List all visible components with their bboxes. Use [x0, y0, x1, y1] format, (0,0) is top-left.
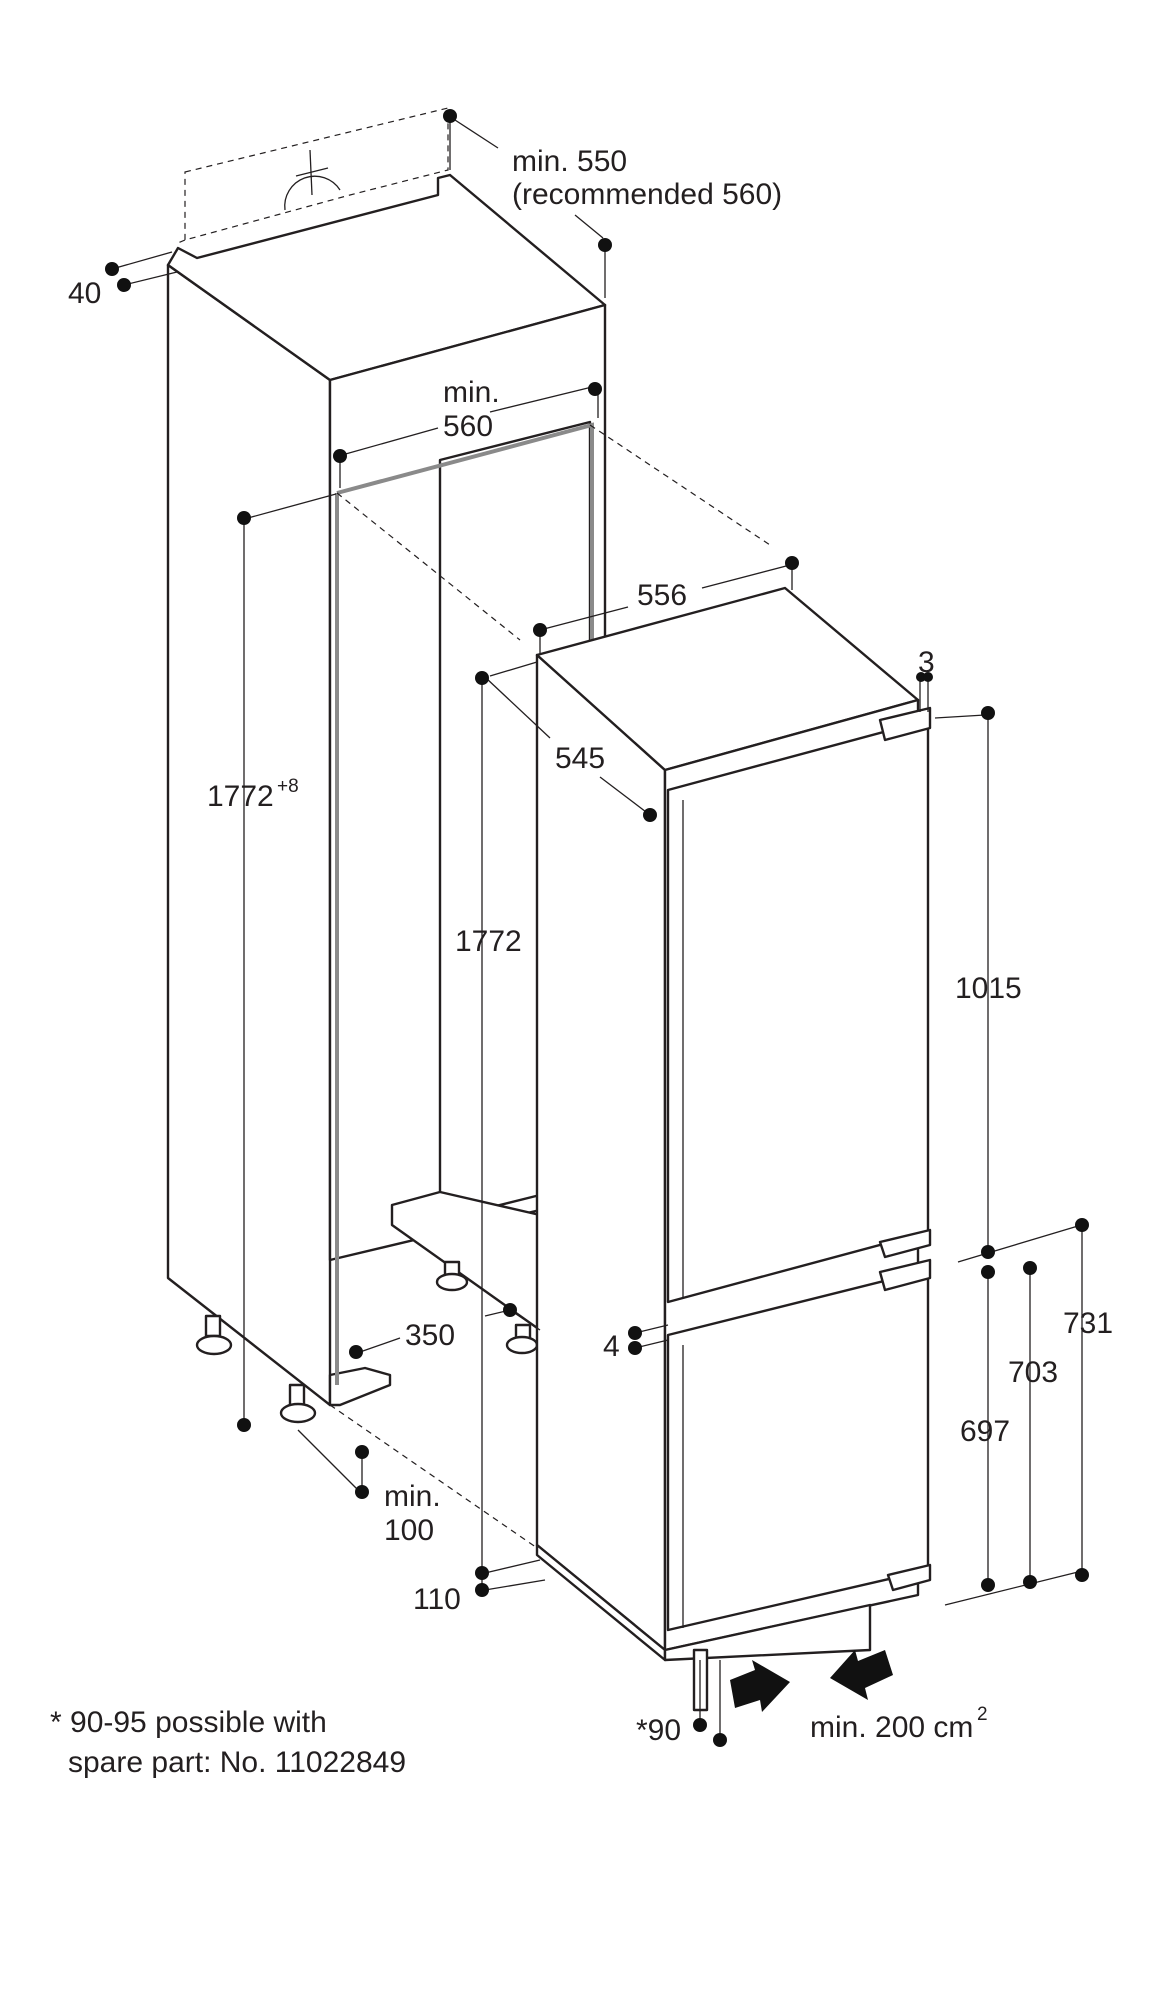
label-697: 697: [960, 1415, 1010, 1448]
label-door-spacing: 4: [603, 1330, 620, 1363]
label-ventilation: min. 200 cm: [810, 1711, 973, 1744]
label-plinth-clearance-line2: 100: [384, 1514, 434, 1547]
label-appliance-depth: 545: [555, 742, 605, 775]
label-731: 731: [1063, 1307, 1113, 1340]
label-niche-height: 1772: [207, 780, 274, 813]
label-upper-door: 1015: [955, 972, 1022, 1005]
label-door-gap: 3: [918, 646, 935, 679]
label-appliance-width: 556: [637, 579, 687, 612]
cabinet-feet: [195, 1260, 539, 1424]
label-niche-width-line2: 560: [443, 410, 493, 443]
label-appliance-height: 1772: [455, 925, 522, 958]
dimension-labels: min. 550 (recommended 560) 40 min. 560 1…: [68, 145, 1113, 1747]
label-ventilation-sup: 2: [977, 1704, 988, 1725]
label-cabinet-depth-line2: (recommended 560): [512, 178, 782, 211]
appliance: [535, 586, 932, 1712]
label-plinth-clearance-line1: min.: [384, 1480, 441, 1513]
label-cabinet-depth-line1: min. 550: [512, 145, 627, 178]
label-side-panel: 40: [68, 277, 101, 310]
ventilation-arrows: [730, 1650, 893, 1712]
dimension-dots: [105, 109, 1089, 1747]
label-niche-width-line1: min.: [443, 376, 500, 409]
label-niche-height-sup: +8: [277, 776, 299, 797]
dimension-lines: [111, 116, 1083, 1740]
label-foot-height: *90: [636, 1714, 681, 1747]
label-plinth-depth: 350: [405, 1319, 455, 1352]
housing-unit: [166, 107, 607, 1424]
footnote: * 90-95 possible with spare part: No. 11…: [50, 1706, 406, 1779]
label-plinth-height: 110: [413, 1583, 461, 1616]
footnote-line1: * 90-95 possible with: [50, 1706, 327, 1739]
label-703: 703: [1008, 1356, 1058, 1389]
footnote-line2: spare part: No. 11022849: [68, 1746, 406, 1779]
